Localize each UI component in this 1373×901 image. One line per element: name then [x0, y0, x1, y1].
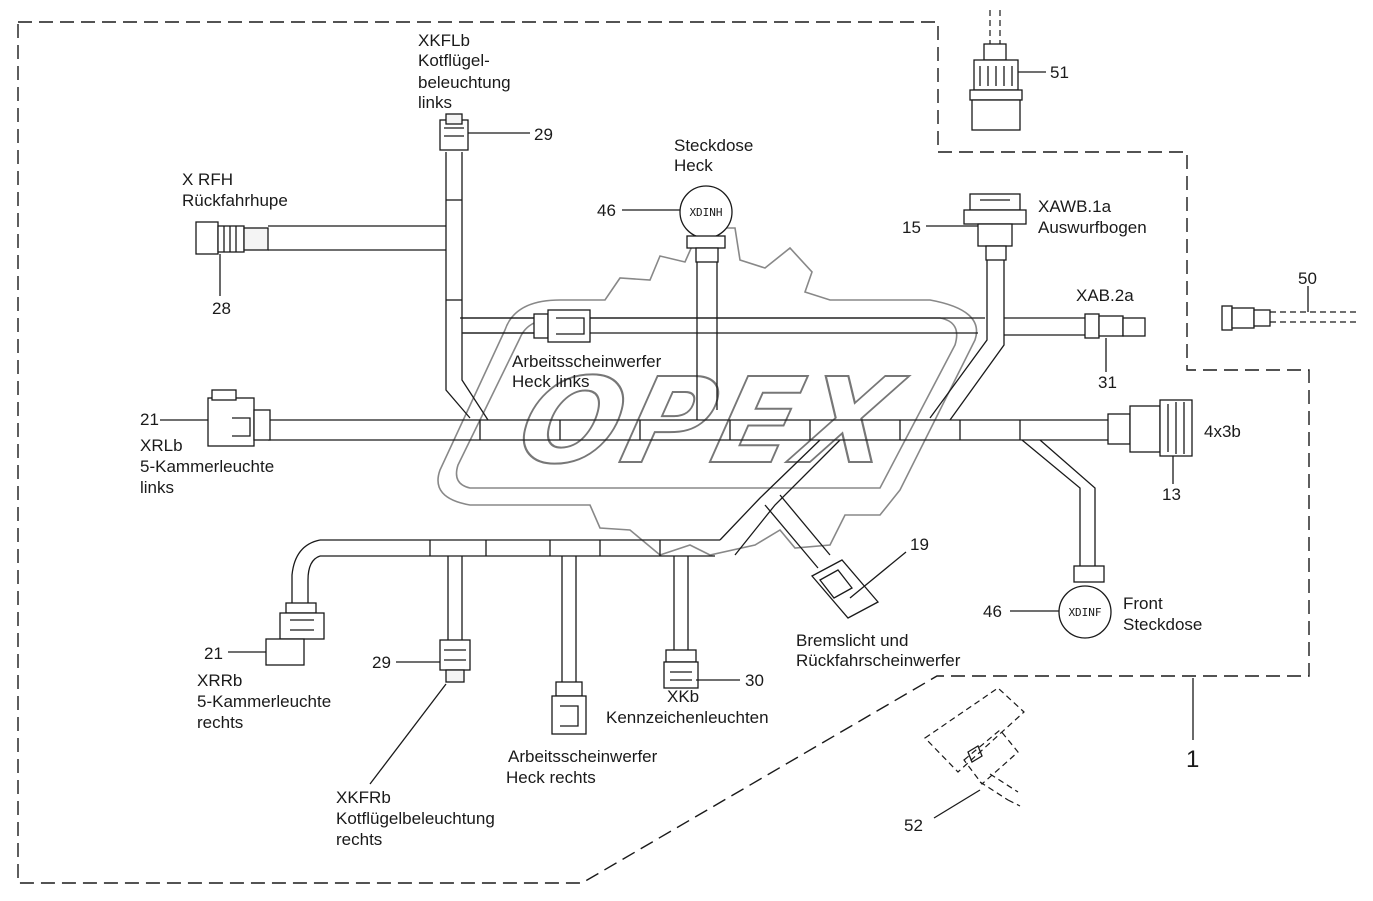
label-steckdose-heck: Steckdose Heck [674, 136, 758, 175]
label-bremslicht: Bremslicht und Rückfahrscheinwerfer [796, 631, 961, 670]
cap-text-front: XDINF [1068, 606, 1101, 619]
cap-text-rear: XDINH [689, 206, 722, 219]
label-arbeitsscheinwerfer-links: Arbeitsscheinwerfer Heck links [512, 352, 666, 391]
leader-lines [160, 71, 1309, 819]
trunk-ticks [429, 199, 1021, 556]
watermark-text: OPEX [506, 354, 916, 491]
connector-arbeitsscheinwerfer-links[interactable] [533, 309, 591, 343]
connector-xab[interactable] [1084, 313, 1146, 339]
socket-front-steckdose[interactable]: XDINF [1058, 565, 1112, 639]
connector-bremslicht[interactable] [810, 559, 880, 619]
label-xawb: XAWB.1a Auswurfbogen [1038, 197, 1147, 237]
callout-52: 52 [904, 816, 923, 835]
harness-outline-dashed [17, 21, 1310, 884]
connector-xkb[interactable] [663, 649, 699, 689]
label-xkflb: XKFLb Kotflügel- beleuchtung links [418, 31, 515, 112]
callout-46-front: 46 [983, 602, 1002, 621]
detail-52-connector [924, 687, 1025, 807]
connector-xkfrb[interactable] [439, 639, 471, 683]
connector-xkflb[interactable] [439, 113, 469, 151]
callout-15: 15 [902, 218, 921, 237]
label-xrlb: XRLb 5-Kammerleuchte links [140, 436, 279, 497]
callout-31: 31 [1098, 373, 1117, 392]
callout-4x3b: 4x3b [1204, 422, 1241, 441]
connector-xrfh[interactable] [195, 221, 269, 255]
label-front-steckdose: Front Steckdose [1123, 594, 1202, 634]
component-labels: XKFLb Kotflügel- beleuchtung links X RFH… [140, 31, 1202, 849]
callout-46-rear: 46 [597, 201, 616, 220]
callout-50: 50 [1298, 269, 1317, 288]
callout-13: 13 [1162, 485, 1181, 504]
callout-21-bottom: 21 [204, 644, 223, 663]
callout-numbers: 29 28 46 15 31 21 13 19 46 21 29 30 51 5… [140, 63, 1317, 835]
callout-21-top: 21 [140, 410, 159, 429]
connector-xrlb[interactable] [207, 389, 271, 447]
label-xab: XAB.2a [1076, 286, 1134, 305]
detail-51-connector [969, 10, 1023, 131]
opex-watermark [437, 227, 978, 556]
connector-4x3b[interactable] [1107, 399, 1193, 457]
callout-51: 51 [1050, 63, 1069, 82]
callout-28: 28 [212, 299, 231, 318]
callout-29-top: 29 [534, 125, 553, 144]
label-xkfrb: XKFRb Kotflügelbeleuchtung rechts [336, 788, 500, 849]
label-arbeitsscheinwerfer-rechts: Arbeitsscheinwerfer Heck rechts [506, 747, 662, 787]
callout-29-bottom: 29 [372, 653, 391, 672]
watermark-gear-inner [455, 317, 958, 489]
label-xkb: XKb Kennzeichenleuchten [606, 687, 769, 727]
connector-xrrb[interactable] [265, 602, 325, 666]
label-xrrb: XRRb 5-Kammerleuchte rechts [197, 671, 336, 732]
connector-xawb[interactable] [963, 193, 1027, 261]
detail-50-connector [1221, 305, 1356, 331]
socket-steckdose-heck[interactable]: XDINH [679, 185, 733, 263]
callout-19: 19 [910, 535, 929, 554]
harness-branches [268, 152, 1108, 685]
label-xrfh: X RFH Rückfahrhupe [182, 170, 288, 210]
watermark-gear [437, 227, 978, 556]
outline-label-1: 1 [1186, 746, 1199, 773]
callout-30: 30 [745, 671, 764, 690]
connector-arbeitsscheinwerfer-rechts[interactable] [551, 681, 587, 735]
